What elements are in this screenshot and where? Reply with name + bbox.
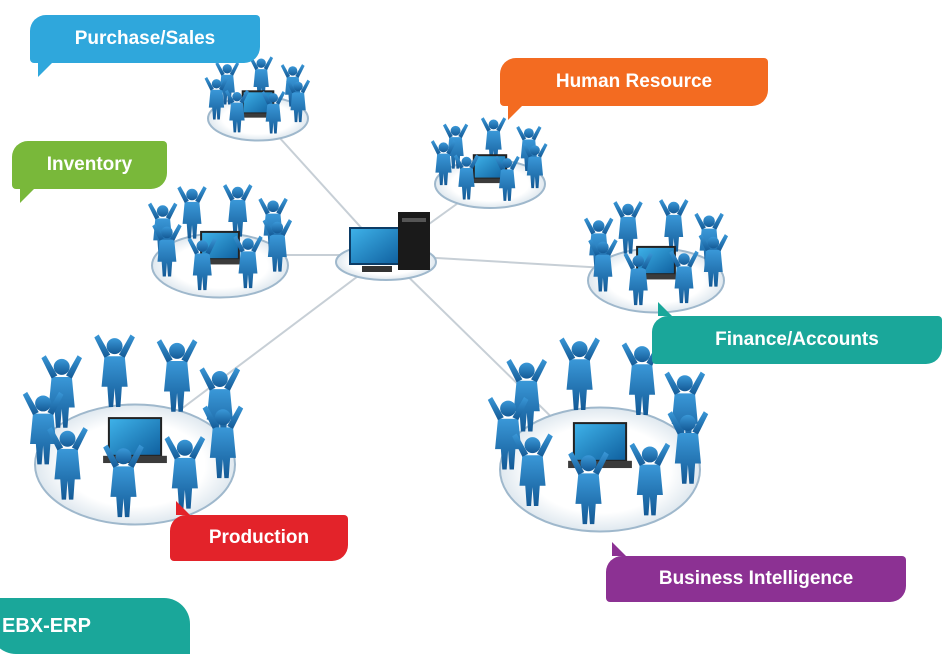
laptop-keyboard	[470, 178, 510, 184]
inventory-label: Inventory	[12, 141, 167, 203]
person-figure	[559, 337, 600, 411]
finance-accounts-label: Finance/Accounts	[652, 316, 942, 364]
laptop-keyboard	[632, 274, 680, 280]
production-label: Production	[170, 515, 348, 561]
people-circle-icon	[487, 337, 709, 533]
person-figure	[659, 199, 689, 252]
purchase-sales-label: Purchase/Sales	[30, 15, 260, 77]
ebx-erp-label: EBX-ERP	[0, 598, 190, 654]
human-resource-label: Human Resource	[500, 58, 768, 120]
people-groups	[22, 56, 729, 533]
people-circle-icon	[22, 334, 244, 526]
person-figure	[177, 186, 207, 239]
laptop-keyboard	[239, 113, 277, 118]
people-circle-icon	[204, 56, 311, 142]
laptop-keyboard	[196, 259, 244, 265]
person-figure	[223, 184, 253, 237]
people-circle-icon	[430, 117, 548, 209]
business-intelligence-label: Business Intelligence	[606, 556, 906, 602]
laptop-icon	[572, 422, 628, 462]
person-figure	[94, 334, 135, 407]
people-circle-icon	[147, 184, 293, 299]
server-computer-icon	[335, 212, 437, 281]
person-figure	[613, 201, 643, 254]
laptop-icon	[107, 417, 163, 457]
people-circle-icon	[583, 199, 729, 314]
